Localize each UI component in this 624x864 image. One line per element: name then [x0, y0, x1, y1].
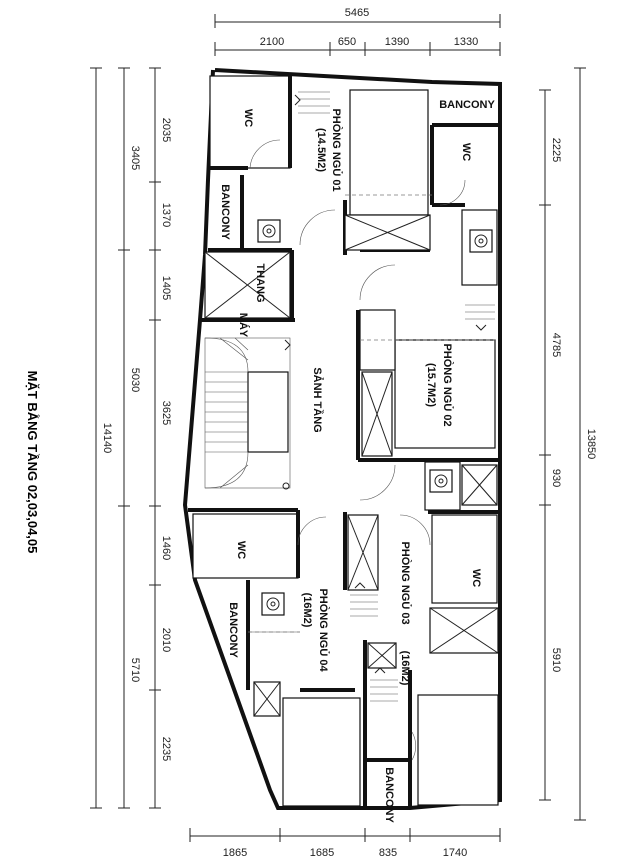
step-marks — [298, 91, 495, 702]
dim-bottom-3: 835 — [379, 847, 397, 859]
arrow-icons — [282, 94, 487, 674]
right-dimensions: 2225 4785 930 5910 13850 — [539, 67, 597, 821]
dim-bottom-4: 1740 — [443, 847, 467, 859]
room-label-bedroom2-name: PHÒNG NGỦ 02 — [441, 343, 454, 426]
bedroom3-bed — [417, 694, 499, 806]
stove-icon — [469, 229, 493, 253]
stove-icon — [261, 592, 285, 616]
room-label-bedroom2-area: (15.7M2) — [425, 363, 437, 407]
dim-right-3: 930 — [550, 469, 562, 487]
dim-left-inner-1: 2035 — [160, 118, 172, 142]
dim-left-outer-1: 3405 — [129, 146, 141, 170]
top-dimensions: 5465 2100 650 1390 1330 — [214, 7, 501, 56]
room-label-bedroom4-name: PHÒNG NGỦ 04 — [317, 588, 330, 672]
room-label-bedroom1-area: (14.5M2) — [315, 128, 327, 172]
room-label-wc2: WC — [460, 143, 472, 161]
room-label-balcony-lower-left: BANCONY — [227, 602, 239, 658]
room-label-wc1: WC — [242, 109, 254, 127]
stair-void — [247, 371, 289, 453]
dim-top-2: 650 — [338, 36, 356, 48]
room-label-bedroom3-name: PHÒNG NGỦ 03 — [399, 541, 412, 624]
dim-right-2: 4785 — [550, 333, 562, 357]
wc1-room — [209, 75, 291, 169]
room-label-bedroom3: PHÒNG NGỦ 03 (16M2) — [399, 541, 412, 685]
dim-left-inner-5: 1460 — [160, 536, 172, 560]
dim-bottom-2: 1685 — [310, 847, 334, 859]
room-label-bedroom2: PHÒNG NGỦ 02 (15.7M2) — [425, 343, 454, 426]
dim-left-inner-6: 2010 — [160, 628, 172, 652]
arrow-icon — [284, 339, 291, 351]
dim-left-inner-7: 2235 — [160, 737, 172, 761]
dim-right-total: 13850 — [585, 429, 597, 460]
stove-icon — [429, 469, 453, 493]
interior-walls — [188, 75, 500, 808]
dim-right-4: 5910 — [550, 648, 562, 672]
dim-right-1: 2225 — [550, 138, 562, 162]
arrow-icon — [354, 582, 366, 589]
room-label-elevator-1: THANG — [254, 263, 266, 302]
room-label-elevator-2: MÁY — [237, 313, 250, 338]
dim-left-outer-3: 5710 — [129, 658, 141, 682]
room-label-balcony-top: BANCONY — [439, 99, 495, 111]
bedroom2-bed — [394, 339, 496, 449]
room-label-balcony-bottom: BANCONY — [383, 767, 395, 823]
room-label-wc3: WC — [470, 569, 482, 587]
door-swings — [249, 139, 466, 761]
room-label-bedroom4-area: (16M2) — [301, 593, 313, 628]
left-dimensions: 14140 3405 5030 5710 2035 1370 1405 3625… — [90, 67, 172, 809]
bottom-dimensions: 1865 1685 835 1740 — [189, 828, 501, 859]
room-label-bedroom1-name: PHÒNG NGỦ 01 — [330, 108, 343, 191]
room-label-balcony-left: BANCONY — [219, 184, 231, 240]
dim-left-inner-4: 3625 — [160, 401, 172, 425]
room-label-bedroom3-area: (16M2) — [399, 651, 411, 686]
dim-top-3: 1390 — [385, 36, 409, 48]
dim-top-total: 5465 — [345, 7, 369, 19]
room-label-lobby: SẢNH TẦNG — [311, 367, 324, 432]
arrow-icon — [475, 324, 487, 331]
bedroom1-bed — [349, 89, 429, 216]
plan-title: MẶT BẰNG TẦNG 02,03,04,05 — [25, 371, 40, 554]
arrow-icon — [294, 94, 301, 106]
dim-bottom-1: 1865 — [223, 847, 247, 859]
wardrobe-bottom-left — [282, 697, 361, 807]
room-label-bedroom4: PHÒNG NGỦ 04 (16M2) — [301, 588, 330, 672]
room-label-bedroom1: PHÒNG NGỦ 01 (14.5M2) — [315, 108, 343, 191]
wc3-room — [431, 514, 498, 604]
dim-top-4: 1330 — [454, 36, 478, 48]
dim-left-inner-2: 1370 — [160, 203, 172, 227]
dim-top-1: 2100 — [260, 36, 284, 48]
stove-icon — [257, 219, 281, 243]
room-label-wc4: WC — [235, 541, 247, 559]
dim-left-total: 14140 — [101, 423, 113, 454]
room-label-elevator: THANG MÁY — [237, 263, 266, 337]
dim-left-outer-2: 5030 — [129, 368, 141, 392]
stair-treads — [204, 337, 249, 489]
dim-left-inner-3: 1405 — [160, 276, 172, 300]
stove-icons — [257, 219, 493, 616]
arrow-icon — [374, 667, 386, 674]
wc4-room — [192, 513, 299, 579]
